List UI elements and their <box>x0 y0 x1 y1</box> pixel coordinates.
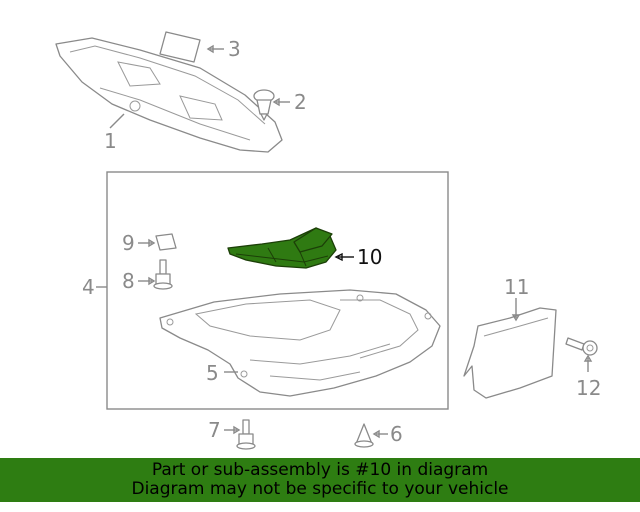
callout-8: 8 <box>122 269 135 293</box>
callout-12: 12 <box>576 376 601 400</box>
callout-6: 6 <box>390 422 403 446</box>
leader-line-1 <box>109 113 125 129</box>
part-8-bolt[interactable] <box>153 259 173 290</box>
part-10-highlighted-cover[interactable] <box>227 227 337 269</box>
arrow-6 <box>372 429 380 439</box>
part-5-under-cover[interactable] <box>159 289 441 397</box>
banner-line-1: Part or sub-assembly is #10 in diagram <box>151 460 489 480</box>
arrow-3 <box>206 44 214 54</box>
callout-4: 4 <box>82 275 95 299</box>
part-11-side-shield[interactable] <box>463 307 557 399</box>
callout-3: 3 <box>228 37 241 61</box>
banner-line-2: Diagram may not be specific to your vehi… <box>131 479 509 499</box>
part-3-pad[interactable] <box>159 31 201 63</box>
part-6-clip[interactable] <box>354 423 374 448</box>
callout-10: 10 <box>357 245 382 269</box>
callout-5: 5 <box>206 361 219 385</box>
callout-7: 7 <box>208 418 221 442</box>
arrow-12 <box>583 354 593 362</box>
info-banner: Part or sub-assembly is #10 in diagram D… <box>0 458 640 502</box>
callout-1: 1 <box>104 129 117 153</box>
arrow-7 <box>233 425 241 435</box>
callout-11: 11 <box>504 275 529 299</box>
part-1-engine-cover[interactable] <box>55 37 283 153</box>
part-9-retainer[interactable] <box>155 233 177 251</box>
part-12-bolt[interactable] <box>565 337 598 356</box>
arrow-9 <box>148 238 156 248</box>
callout-2: 2 <box>294 90 307 114</box>
part-2-clip[interactable] <box>253 89 275 121</box>
part-7-bolt[interactable] <box>236 419 256 450</box>
arrow-10 <box>334 252 343 262</box>
callout-9: 9 <box>122 231 135 255</box>
arrow-11 <box>511 314 521 322</box>
arrow-8 <box>148 276 156 286</box>
arrow-2 <box>272 97 280 107</box>
assembly-4-box <box>106 171 449 410</box>
